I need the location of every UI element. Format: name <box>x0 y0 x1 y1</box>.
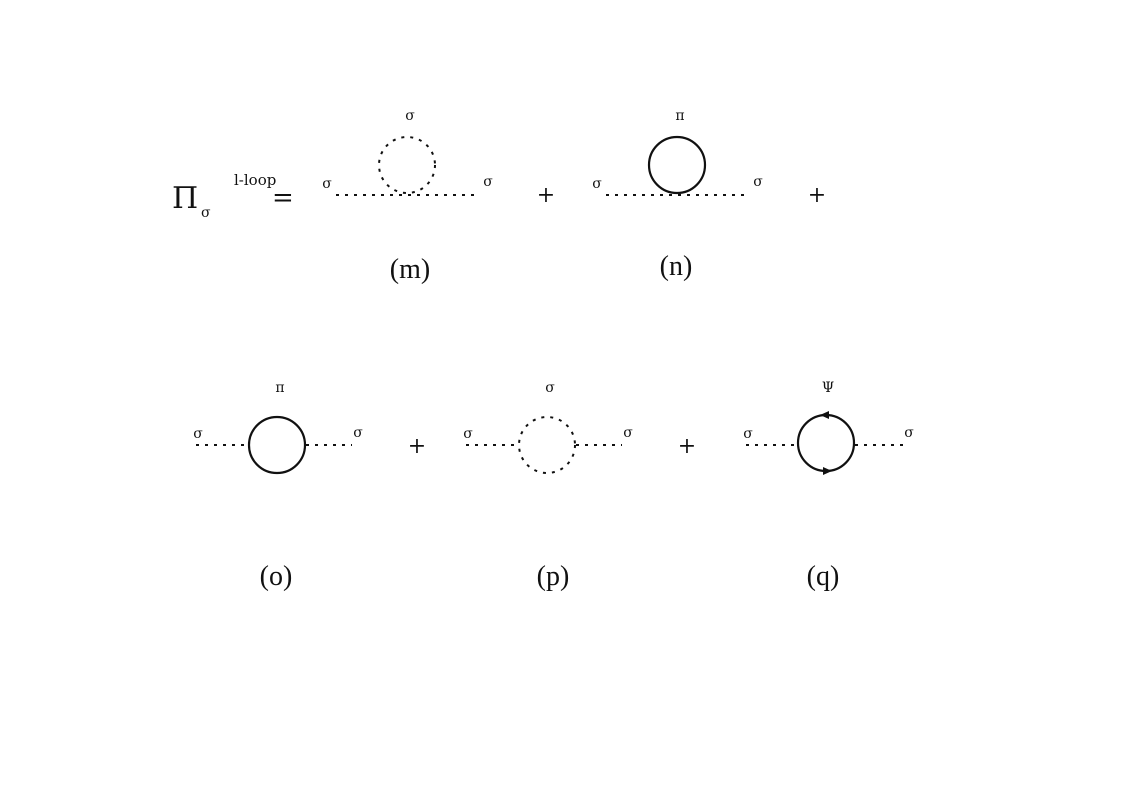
lhs-superscript: l-loop <box>234 171 276 189</box>
diagram-p-sigma-loop <box>518 416 576 474</box>
diagram-n-left-label: σ <box>592 176 602 192</box>
diagram-o-pi-loop <box>247 415 307 475</box>
diagram-m: σ σ σ (m) <box>322 108 493 285</box>
diagram-m-caption: (m) <box>390 254 430 285</box>
lhs-pi-symbol: Π <box>172 181 198 216</box>
diagram-n-right-label: σ <box>753 174 763 190</box>
lhs-subscript: σ <box>201 205 211 221</box>
diagram-o-left-label: σ <box>193 426 203 442</box>
diagram-n-loop-label: π <box>675 108 684 124</box>
diagram-m-left-label: σ <box>322 176 332 192</box>
diagram-m-loop-label: σ <box>405 108 415 124</box>
diagram-m-sigma-loop <box>378 136 436 194</box>
plus-sign-4: + <box>678 434 696 459</box>
diagram-n: π σ σ (n) <box>592 108 763 282</box>
diagram-q-loop-label: Ψ <box>822 380 834 396</box>
diagram-p: σ σ σ (p) <box>463 380 633 592</box>
diagram-n-caption: (n) <box>660 251 693 282</box>
diagram-o-right-label: σ <box>353 425 363 441</box>
plus-sign-3: + <box>408 434 426 459</box>
diagram-o: π σ σ (o) <box>193 380 363 592</box>
diagram-q: Ψ σ σ (q) <box>743 380 914 592</box>
diagram-q-right-label: σ <box>904 425 914 441</box>
diagram-o-caption: (o) <box>260 561 293 592</box>
equals-sign: = <box>272 183 294 213</box>
diagram-q-fermion-loop <box>796 413 856 473</box>
diagram-n-pi-loop <box>647 135 707 195</box>
diagram-p-left-label: σ <box>463 426 473 442</box>
plus-sign-1: + <box>537 183 555 208</box>
equation-lhs: Π l-loop σ = <box>172 171 294 221</box>
diagram-q-left-label: σ <box>743 426 753 442</box>
diagram-q-caption: (q) <box>807 561 840 592</box>
diagram-p-right-label: σ <box>623 425 633 441</box>
diagram-p-caption: (p) <box>537 561 570 592</box>
diagram-o-loop-label: π <box>275 380 284 396</box>
plus-sign-2: + <box>808 183 826 208</box>
diagram-m-right-label: σ <box>483 174 493 190</box>
diagram-p-loop-label: σ <box>545 380 555 396</box>
